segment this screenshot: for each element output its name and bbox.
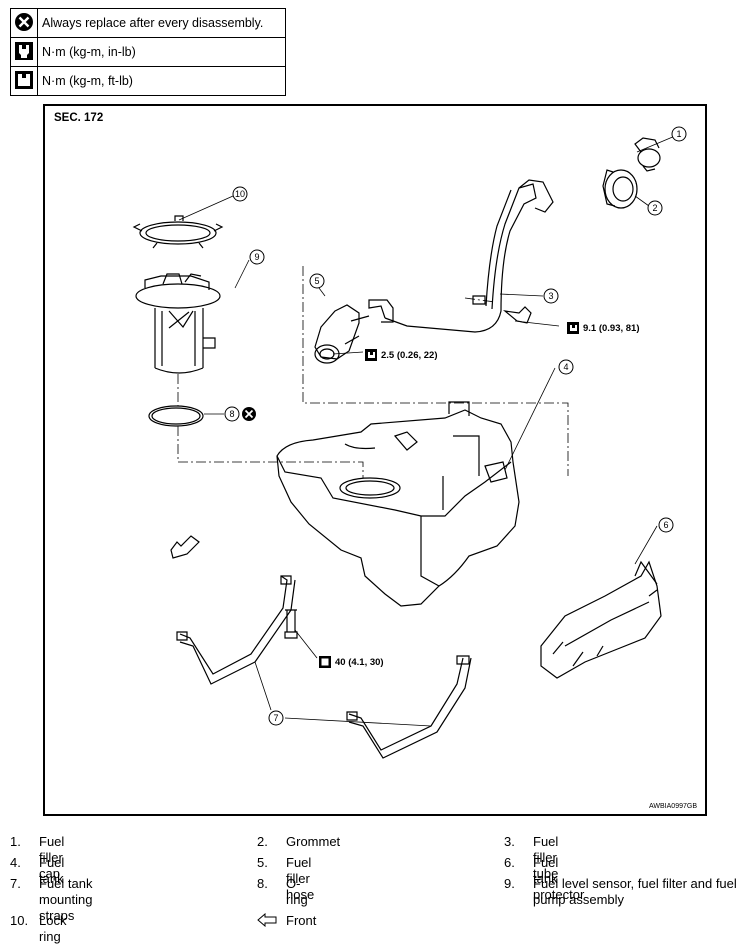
alignment-lines bbox=[177, 266, 569, 478]
strap-bolt-drawing bbox=[284, 609, 298, 639]
symbol-legend: Always replace after every disassembly. … bbox=[10, 8, 286, 96]
torque-ft-lb-icon bbox=[10, 66, 38, 96]
svg-text:9: 9 bbox=[254, 252, 259, 262]
callout-1: 1 bbox=[671, 126, 687, 142]
callout-5: 5 bbox=[309, 273, 325, 289]
legend-text-replace: Always replace after every disassembly. bbox=[37, 8, 286, 38]
svg-text:3: 3 bbox=[548, 291, 553, 301]
filler-hose-drawing bbox=[314, 304, 370, 364]
svg-text:7: 7 bbox=[273, 713, 278, 723]
torque-icon-filler-hose bbox=[365, 349, 377, 361]
fuel-tank-drawing bbox=[276, 401, 520, 607]
grommet-drawing bbox=[602, 169, 638, 209]
diagram-drawing: 1 2 3 4 5 6 7 8 9 10 bbox=[132, 126, 687, 759]
front-arrow-drawing bbox=[170, 535, 200, 559]
svg-text:10: 10 bbox=[235, 189, 245, 199]
exploded-diagram: SEC. 172 bbox=[43, 104, 707, 816]
torque-in-lb-icon bbox=[10, 37, 38, 67]
legend-row-replace: Always replace after every disassembly. bbox=[10, 8, 286, 38]
filler-tube-drawing bbox=[368, 179, 554, 333]
torque-value-strap: 40 (4.1, 30) bbox=[335, 657, 384, 668]
svg-text:6: 6 bbox=[663, 520, 668, 530]
callout-9: 9 bbox=[249, 249, 265, 265]
legend-row-in-lb: N·m (kg-m, in-lb) bbox=[10, 37, 286, 67]
callout-10: 10 bbox=[232, 186, 248, 202]
tank-protector-drawing bbox=[540, 560, 662, 679]
callout-7: 7 bbox=[268, 710, 284, 726]
svg-text:2: 2 bbox=[652, 203, 657, 213]
svg-text:1: 1 bbox=[676, 129, 681, 139]
callout-4: 4 bbox=[558, 359, 574, 375]
legend-row-ft-lb: N·m (kg-m, ft-lb) bbox=[10, 66, 286, 96]
svg-text:4: 4 bbox=[563, 362, 568, 372]
front-arrow-icon bbox=[257, 912, 277, 930]
torque-icon-strap bbox=[319, 656, 331, 668]
callout-3: 3 bbox=[543, 288, 559, 304]
filler-cap-drawing bbox=[634, 137, 661, 172]
legend-text-in-lb: N·m (kg-m, in-lb) bbox=[37, 37, 286, 67]
legend-text-ft-lb: N·m (kg-m, ft-lb) bbox=[37, 66, 286, 96]
svg-text:8: 8 bbox=[229, 409, 234, 419]
filler-tube-bolt-drawing bbox=[502, 306, 532, 324]
callout-6: 6 bbox=[658, 517, 674, 533]
section-label: SEC. 172 bbox=[54, 112, 104, 124]
torque-value-filler-tube: 9.1 (0.93, 81) bbox=[583, 323, 640, 334]
callout-2: 2 bbox=[647, 200, 663, 216]
svg-text:5: 5 bbox=[314, 276, 319, 286]
torque-value-filler-hose: 2.5 (0.26, 22) bbox=[381, 350, 438, 361]
o-ring-drawing bbox=[148, 405, 204, 427]
fuel-pump-drawing bbox=[135, 273, 221, 374]
replace-icon bbox=[10, 8, 38, 38]
torque-icon-filler-tube bbox=[567, 322, 579, 334]
lock-ring-drawing bbox=[132, 215, 224, 249]
mounting-straps-drawing bbox=[176, 575, 472, 759]
callout-8: 8 bbox=[224, 406, 240, 422]
leader-lines bbox=[178, 135, 676, 727]
figure-code: AWBIA0997GB bbox=[649, 803, 697, 810]
o-ring-replace-icon bbox=[242, 407, 256, 421]
